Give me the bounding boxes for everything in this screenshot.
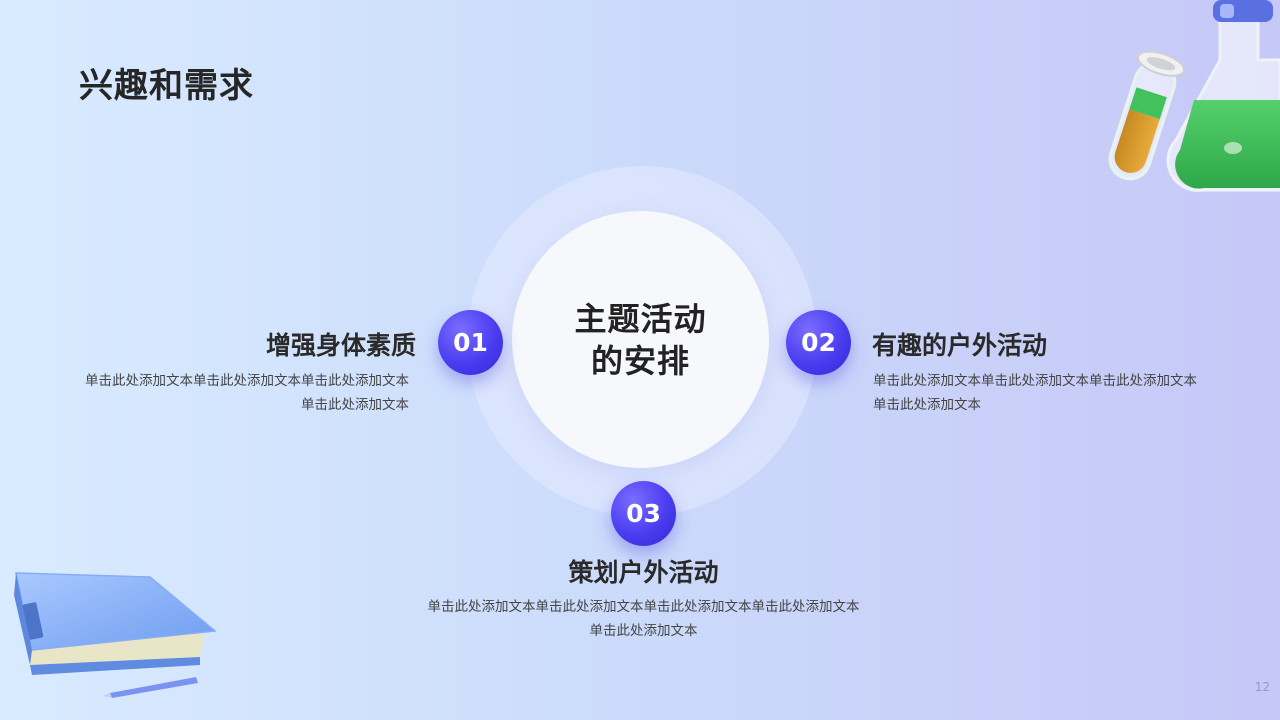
item-description-01-line2: 单击此处添加文本 — [85, 393, 409, 417]
item-heading-02: 有趣的户外活动 — [872, 326, 1047, 362]
book-icon — [10, 565, 220, 700]
slide-title: 兴趣和需求 — [79, 58, 254, 107]
center-title-line1: 主题活动 — [574, 298, 706, 340]
page-number: 12 — [1255, 680, 1270, 694]
number-badge-03: 03 — [611, 481, 676, 546]
number-badge-02: 02 — [786, 310, 851, 375]
item-description-02-line1: 单击此处添加文本单击此处添加文本单击此处添加文本 — [873, 369, 1197, 393]
center-circle: 主题活动 的安排 — [512, 211, 769, 468]
item-description-02-line2: 单击此处添加文本 — [873, 393, 1197, 417]
item-heading-01: 增强身体素质 — [266, 326, 416, 362]
item-description-01-line1: 单击此处添加文本单击此处添加文本单击此处添加文本 — [85, 369, 409, 393]
item-description-01: 单击此处添加文本单击此处添加文本单击此处添加文本 单击此处添加文本 — [85, 369, 409, 417]
number-badge-01: 01 — [438, 310, 503, 375]
center-title-line2: 的安排 — [591, 340, 690, 382]
lab-flask-icon — [1108, 0, 1280, 195]
item-description-02: 单击此处添加文本单击此处添加文本单击此处添加文本 单击此处添加文本 — [873, 369, 1197, 417]
